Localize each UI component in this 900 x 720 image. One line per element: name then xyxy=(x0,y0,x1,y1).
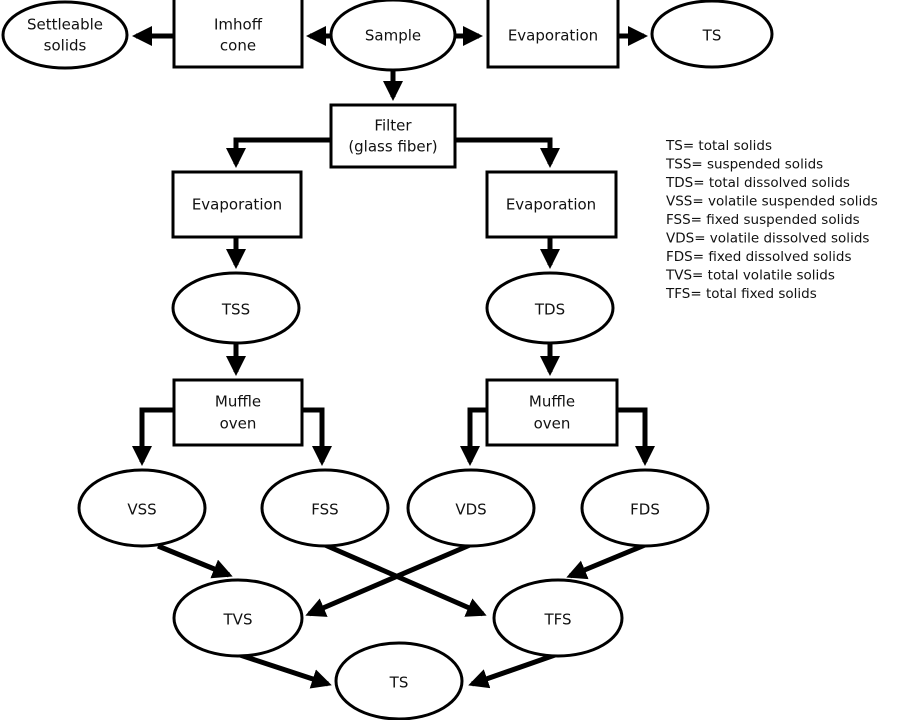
node-label: Filter xyxy=(374,117,412,135)
legend-item: FDS= fixed dissolved solids xyxy=(666,249,852,265)
node-label: VDS xyxy=(455,501,486,519)
arrow-muffle-right-to-fds xyxy=(617,407,655,466)
node-label: TFS xyxy=(543,611,571,629)
legend-item: VDS= volatile dissolved solids xyxy=(666,231,869,247)
arrow-vss-to-tvs xyxy=(157,543,233,579)
node-label: Muffle xyxy=(529,393,575,411)
node-label: Evaporation xyxy=(508,27,598,45)
arrow-muffle-left-to-vss-line xyxy=(132,407,173,466)
arrow-filter-to-evaporation-left xyxy=(226,137,331,168)
node-fss: FSS xyxy=(260,468,390,548)
arrow-vds-to-tvs xyxy=(305,542,471,617)
node-label: FDS xyxy=(630,501,660,519)
node-label: TSS xyxy=(221,301,250,319)
node-label: VSS xyxy=(127,501,156,519)
node-tds: TDS xyxy=(485,271,615,345)
arrow-fds-to-tfs xyxy=(566,542,646,580)
node-settleable-solids: Settleable solids xyxy=(1,0,129,70)
legend-item: TS= total solids xyxy=(665,138,772,154)
node-label: Sample xyxy=(365,27,421,45)
node-muffle-oven-left: Muffle oven xyxy=(172,378,304,447)
edges xyxy=(132,26,655,689)
node-label: TVS xyxy=(223,611,253,629)
legend-item: VSS= volatile suspended solids xyxy=(666,194,878,210)
node-label: TS xyxy=(389,674,409,692)
node-tfs: TFS xyxy=(492,578,624,658)
node-label: Evaporation xyxy=(192,196,282,214)
node-label: TS xyxy=(702,27,722,45)
node-label: (glass fiber) xyxy=(348,138,437,156)
legend-item: TFS= total fixed solids xyxy=(665,286,817,302)
node-imhoff-cone: Imhoff cone xyxy=(172,0,304,69)
node-label: Evaporation xyxy=(506,196,596,214)
node-label: oven xyxy=(534,415,571,433)
node-sample: Sample xyxy=(329,0,457,72)
legend-item: TVS= total volatile solids xyxy=(665,268,835,284)
arrow-tvs-to-ts xyxy=(239,652,332,689)
arrow-muffle-right-to-vds xyxy=(460,407,487,466)
node-label: TDS xyxy=(534,301,565,319)
node-tvs: TVS xyxy=(172,578,304,658)
node-filter: Filter (glass fiber) xyxy=(329,103,457,169)
node-ts-top: TS xyxy=(650,0,774,69)
arrow-filter-to-evaporation-right xyxy=(455,137,560,168)
legend-item: FSS= fixed suspended solids xyxy=(666,212,860,228)
node-evaporation-top: Evaporation xyxy=(486,0,620,69)
arrow-tfs-to-ts xyxy=(468,652,556,689)
node-label: cone xyxy=(220,37,256,55)
node-label: FSS xyxy=(311,501,338,519)
node-label: Settleable xyxy=(27,16,103,34)
node-vss: VSS xyxy=(77,468,207,548)
node-tss: TSS xyxy=(171,271,301,345)
node-label: Imhoff xyxy=(214,16,263,34)
node-vds: VDS xyxy=(406,468,536,548)
node-label: solids xyxy=(44,37,87,55)
node-ts-bottom: TS xyxy=(334,641,464,720)
legend-item: TSS= suspended solids xyxy=(665,157,823,173)
node-label: Muffle xyxy=(215,393,261,411)
node-muffle-oven-right: Muffle oven xyxy=(485,378,619,447)
legend-item: TDS= total dissolved solids xyxy=(665,175,850,191)
node-fds: FDS xyxy=(580,468,710,548)
arrow-fss-to-tfs xyxy=(323,542,487,617)
arrow-muffle-left-to-fss xyxy=(302,407,332,466)
node-evaporation-left: Evaporation xyxy=(171,170,303,239)
node-label: oven xyxy=(220,415,257,433)
legend: TS= total solids TSS= suspended solids T… xyxy=(665,138,878,302)
node-evaporation-right: Evaporation xyxy=(485,170,618,239)
